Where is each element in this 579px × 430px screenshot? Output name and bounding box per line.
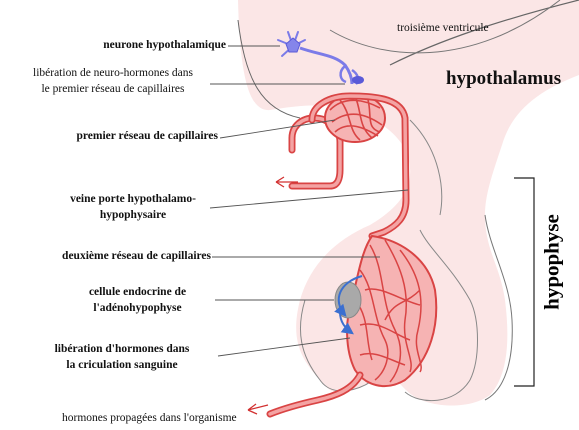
label-liberation-neuro-line1: libération de neuro-hormones dans <box>8 66 218 82</box>
label-cellule: cellule endocrine de l'adénohypophyse <box>60 285 215 316</box>
label-liberation-hormones-line1: libération d'hormones dans <box>28 342 216 358</box>
label-veine-porte: veine porte hypothalamo- hypophysaire <box>48 192 218 223</box>
label-liberation-hormones: libération d'hormones dans la criculatio… <box>28 342 216 373</box>
label-hormones-propagees: hormones propagées dans l'organisme <box>62 411 237 427</box>
label-deuxieme-reseau: deuxième réseau de capillaires <box>62 249 211 265</box>
label-liberation-hormones-line2: la criculation sanguine <box>28 358 216 374</box>
hypophyse-bracket <box>514 178 534 386</box>
label-hypothalamus: hypothalamus <box>446 66 561 92</box>
label-hypophyse: hypophyse <box>540 214 565 310</box>
label-liberation-neuro: libération de neuro-hormones dans le pre… <box>8 66 218 97</box>
label-liberation-neuro-line2: le premier réseau de capillaires <box>8 82 218 98</box>
label-veine-porte-line1: veine porte hypothalamo- <box>48 192 218 208</box>
label-veine-porte-line2: hypophysaire <box>48 208 218 224</box>
label-neurone: neurone hypothalamique <box>103 38 226 54</box>
label-troisieme-ventricule: troisième ventricule <box>397 21 489 37</box>
label-premier-reseau: premier réseau de capillaires <box>77 129 219 145</box>
outflow-arrow-icon <box>248 404 268 414</box>
label-cellule-line1: cellule endocrine de <box>60 285 215 301</box>
label-cellule-line2: l'adénohypophyse <box>60 301 215 317</box>
